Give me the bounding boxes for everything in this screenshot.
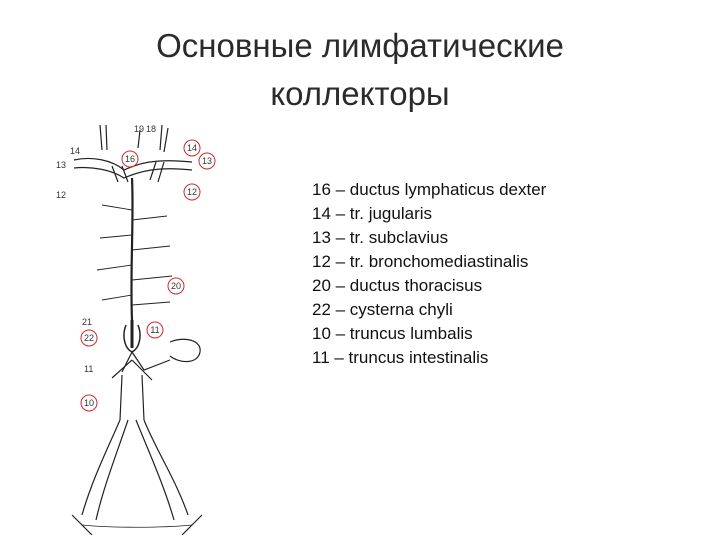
label-13-left: 13	[56, 160, 66, 170]
circled-label-10: 10	[81, 395, 97, 411]
label-21: 21	[82, 317, 92, 327]
label-19: 19	[134, 124, 144, 134]
label-18: 18	[146, 124, 156, 134]
circled-label-16: 16	[122, 151, 138, 167]
legend-item: 20 – ductus thoracisus	[312, 274, 546, 298]
label-16: 16	[125, 154, 135, 164]
circled-label-20: 20	[168, 278, 184, 294]
label-12-right: 12	[187, 187, 197, 197]
legend-item: 13 – tr. subclavius	[312, 226, 546, 250]
lymphatic-diagram: 19 18 14 13 12 21 11 16 14 13 12 20 22 1…	[52, 120, 232, 535]
slide-title-line-2: коллекторы	[0, 70, 720, 118]
slide-title-line-1: Основные лимфатические	[0, 22, 720, 70]
circled-label-14-right: 14	[184, 140, 200, 156]
circled-label-22: 22	[81, 330, 97, 346]
label-12-left: 12	[56, 190, 66, 200]
label-11-plain: 11	[84, 364, 93, 374]
circled-label-13-right: 13	[199, 153, 215, 169]
label-13-right: 13	[202, 156, 212, 166]
circled-label-11: 11	[147, 322, 163, 338]
legend-item: 10 – truncus lumbalis	[312, 322, 546, 346]
circled-label-12-right: 12	[184, 184, 200, 200]
label-22: 22	[84, 333, 94, 343]
legend-item: 14 – tr. jugularis	[312, 202, 546, 226]
label-10: 10	[84, 398, 94, 408]
legend-item: 16 – ductus lymphaticus dexter	[312, 178, 546, 202]
legend-list: 16 – ductus lymphaticus dexter 14 – tr. …	[312, 178, 546, 370]
label-20: 20	[171, 281, 181, 291]
legend-item: 22 – cysterna chyli	[312, 298, 546, 322]
label-14-right: 14	[187, 143, 197, 153]
legend-item: 11 – truncus intestinalis	[312, 346, 546, 370]
label-14-left: 14	[70, 146, 80, 156]
legend-item: 12 – tr. bronchomediastinalis	[312, 250, 546, 274]
label-11-circled: 11	[150, 325, 159, 335]
slide-title: Основные лимфатические коллекторы	[0, 22, 720, 118]
